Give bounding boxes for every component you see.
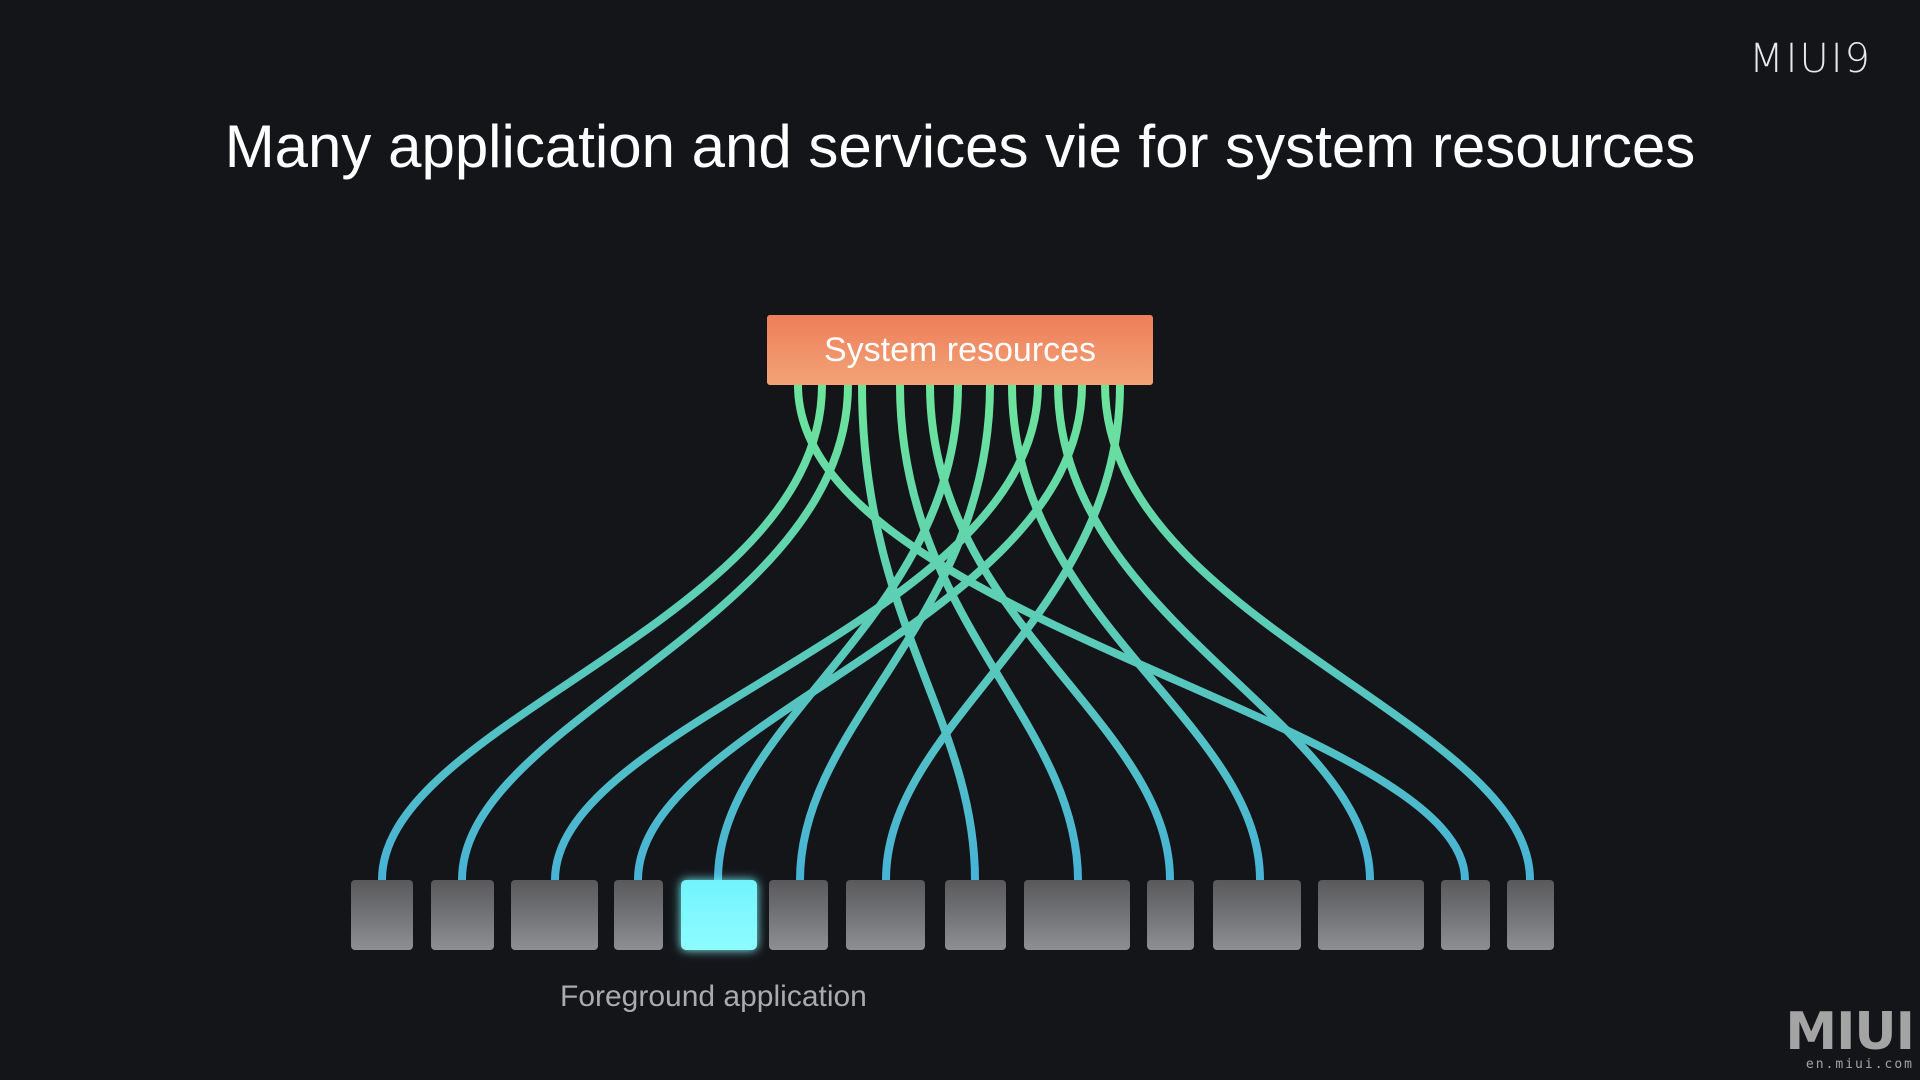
connection-lines xyxy=(378,381,1534,884)
connection-line xyxy=(1054,381,1374,884)
miui-watermark: MIUI en.miui.com xyxy=(1785,1002,1915,1072)
connection-line xyxy=(1101,381,1534,884)
connection-line xyxy=(926,381,1174,884)
foreground-app-block xyxy=(681,880,757,950)
connection-line xyxy=(634,381,1086,884)
app-block xyxy=(431,880,494,950)
system-resources-label: System resources xyxy=(823,330,1097,369)
system-resources-box: System resources xyxy=(767,315,1153,385)
app-block xyxy=(1318,880,1424,950)
connection-line xyxy=(458,381,852,884)
connection-line xyxy=(794,381,1469,884)
connection-line xyxy=(378,381,826,884)
foreground-application-label: Foreground application xyxy=(560,980,867,1013)
app-block xyxy=(351,880,413,950)
miui9-logo: MIUI9 xyxy=(1749,36,1872,82)
connection-line xyxy=(551,381,1042,884)
app-block xyxy=(1441,880,1490,950)
app-block xyxy=(614,880,663,950)
app-block xyxy=(1147,880,1194,950)
miui-logo: MIUI xyxy=(1785,1002,1915,1062)
app-block xyxy=(511,880,598,950)
application-blocks xyxy=(351,880,1554,950)
app-block xyxy=(846,880,925,950)
app-block xyxy=(769,880,828,950)
app-block xyxy=(1507,880,1554,950)
connection-line xyxy=(1008,381,1264,884)
connection-line xyxy=(882,381,1124,884)
miui-url: en.miui.com xyxy=(1805,1057,1914,1072)
connection-line xyxy=(796,381,994,884)
app-block xyxy=(945,880,1006,950)
connection-line xyxy=(858,381,979,884)
app-block xyxy=(1213,880,1301,950)
slide-title: Many application and services vie for sy… xyxy=(224,113,1696,180)
connection-line xyxy=(896,381,1082,884)
app-block xyxy=(1024,880,1130,950)
